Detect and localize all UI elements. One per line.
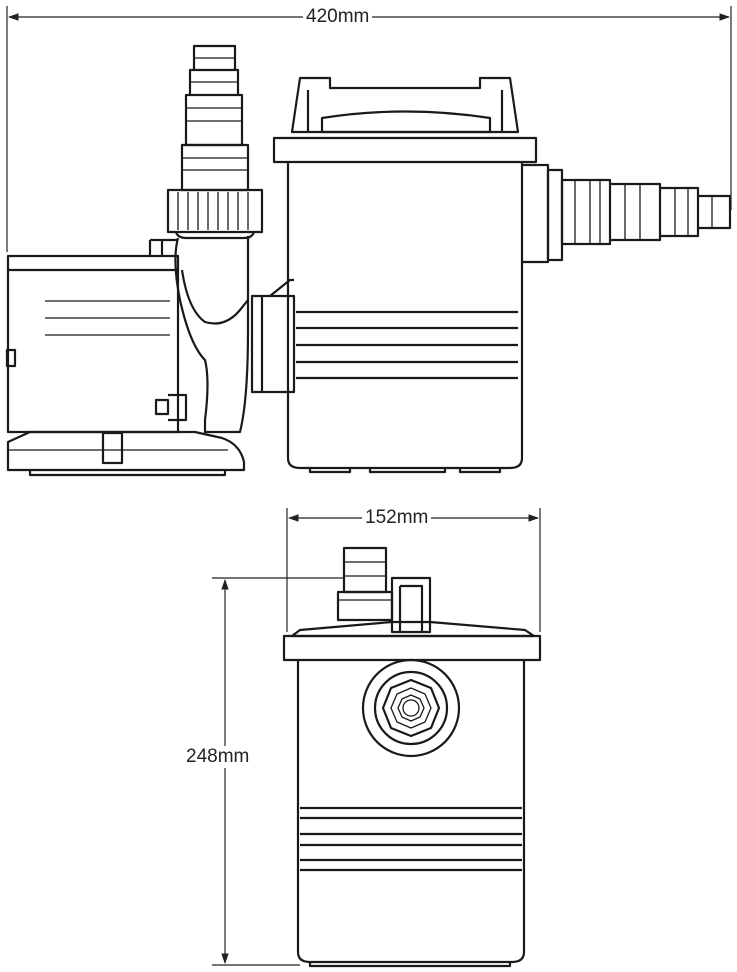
height-dimension	[212, 577, 344, 966]
body-width-label: 152mm	[362, 507, 432, 529]
overall-width-dimension	[6, 6, 732, 252]
side-view	[5, 44, 732, 477]
overall-width-label: 420mm	[303, 6, 373, 28]
front-view	[282, 546, 542, 968]
height-label: 248mm	[183, 746, 253, 768]
